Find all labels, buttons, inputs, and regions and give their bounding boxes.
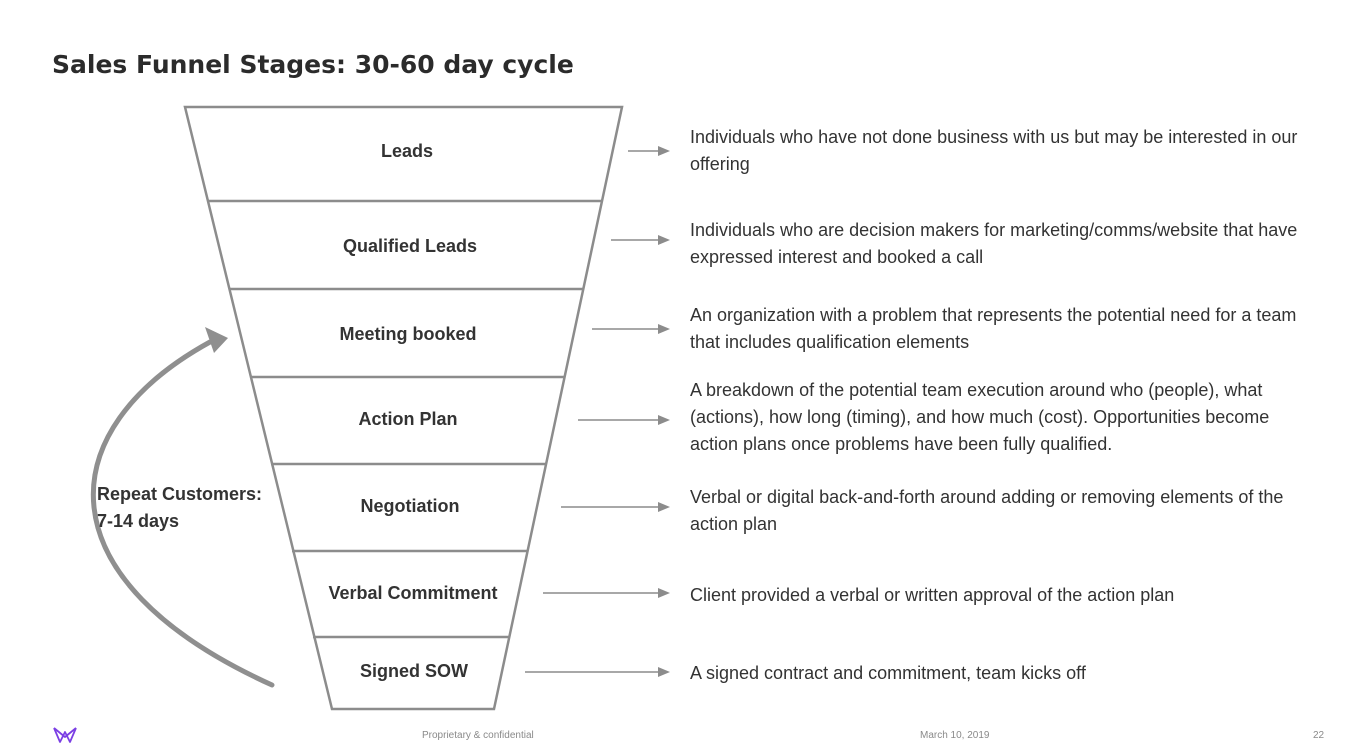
- arrow-head-icon: [658, 235, 670, 245]
- stage-label-leads: Leads: [380, 141, 434, 161]
- arrow-head-icon: [658, 502, 670, 512]
- brand-logo-icon: [53, 727, 77, 743]
- stage-description-leads: Individuals who have not done business w…: [690, 127, 1298, 174]
- stage-description-negotiation: Verbal or digital back-and-forth around …: [690, 487, 1284, 534]
- stage-description-meeting-booked: An organization with a problem that repr…: [690, 305, 1297, 352]
- footer-page-number: 22: [1313, 730, 1325, 741]
- page-title: Sales Funnel Stages: 30-60 day cycle: [52, 50, 574, 79]
- arrow-head-icon: [658, 667, 670, 677]
- stage-label-signed-sow: Signed SOW: [360, 661, 468, 681]
- stage-label-verbal-commitment: Verbal Commitment: [328, 583, 498, 603]
- footer-date: March 10, 2019: [920, 730, 990, 741]
- repeat-customers-label: Repeat Customers: 7-14 days: [97, 481, 262, 535]
- stage-label-meeting-booked: Meeting booked: [339, 324, 477, 344]
- stage-description-qualified-leads: Individuals who are decision makers for …: [690, 220, 1298, 267]
- arrow-head-icon: [658, 324, 670, 334]
- funnel-outline: [183, 105, 624, 711]
- stage-label-action-plan: Action Plan: [358, 409, 458, 429]
- arrow-head-icon: [658, 146, 670, 156]
- stage-description-verbal-commitment: Client provided a verbal or written appr…: [690, 585, 1175, 605]
- stage-label-qualified-leads: Qualified Leads: [342, 236, 478, 256]
- curve-arrow-head-icon: [205, 327, 228, 353]
- repeat-customers-line1: Repeat Customers:: [97, 484, 263, 504]
- stage-description-signed-sow: A signed contract and commitment, team k…: [690, 663, 1086, 683]
- repeat-curve-arrow: [90, 339, 275, 688]
- footer-confidential: Proprietary & confidential: [422, 730, 534, 741]
- arrow-head-icon: [658, 415, 670, 425]
- repeat-customers-line2: 7-14 days: [97, 511, 180, 531]
- stage-description-action-plan: A breakdown of the potential team execut…: [690, 380, 1270, 454]
- stage-label-negotiation: Negotiation: [360, 496, 460, 516]
- arrow-head-icon: [658, 588, 670, 598]
